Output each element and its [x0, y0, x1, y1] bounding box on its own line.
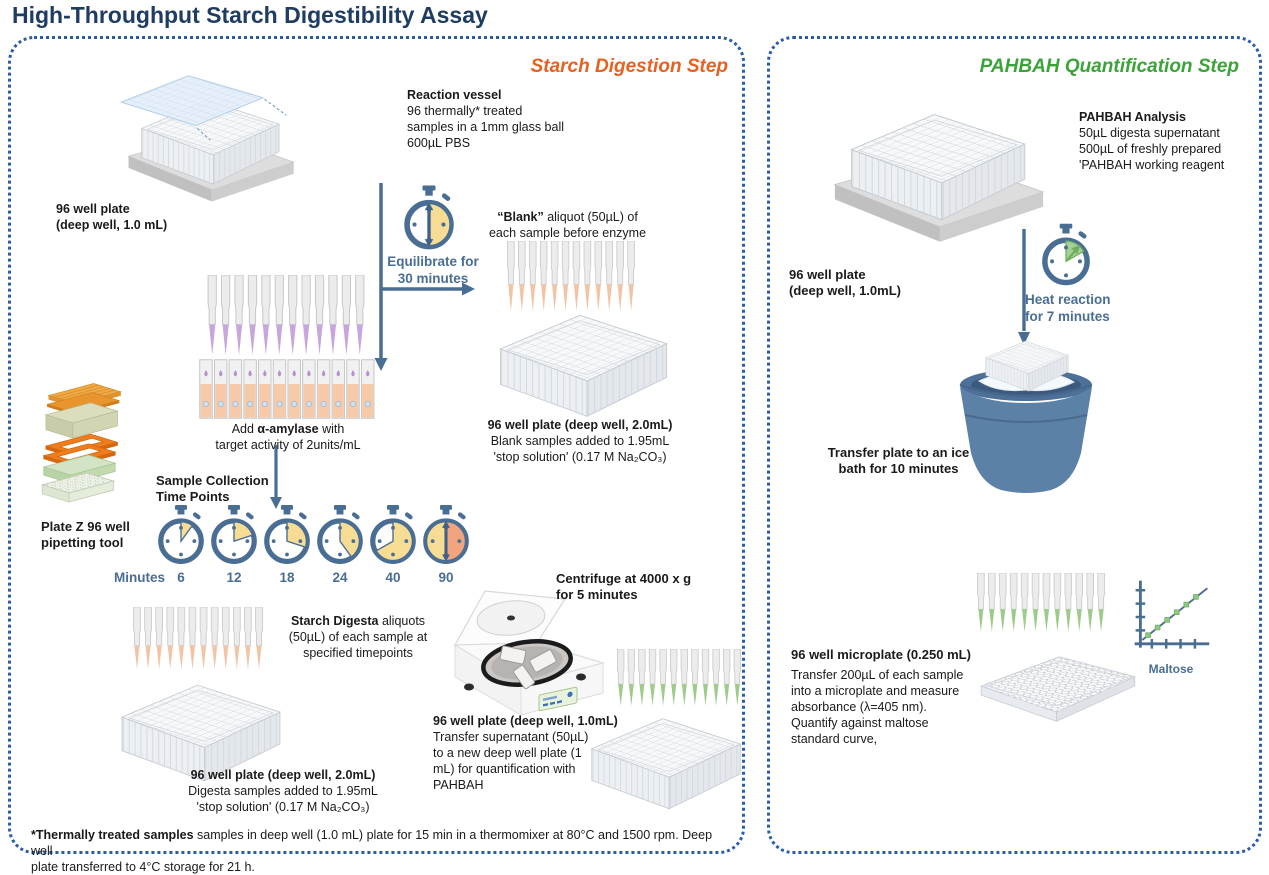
pahbah-quantification-panel: PAHBAH Quantification Step 96 well plate…	[767, 36, 1262, 854]
standard-curve-chart	[1134, 580, 1210, 649]
microplate-note: 96 well microplate (0.250 mL) Transfer 2…	[791, 647, 971, 746]
microplate-illustration	[975, 635, 1141, 743]
amylase-note: Add α-amylase with target activity of 2u…	[215, 422, 361, 452]
timepoint-value: 6	[177, 570, 185, 585]
starch-step-title: Starch Digestion Step	[530, 56, 728, 77]
ice-bath-label: Transfer plate to an ice bath for 10 min…	[827, 445, 970, 476]
reaction-vessel-note: Reaction vessel 96 thermally* treated sa…	[407, 88, 565, 150]
timepoint-value: 24	[332, 570, 348, 585]
deep-well-plate-illustration	[587, 703, 745, 815]
plate1-label: 96 well plate (deep well, 1.0 mL)	[56, 202, 168, 232]
heat-label: Heat reaction for 7 minutes	[1025, 292, 1111, 324]
timepoint-value: 18	[279, 570, 295, 585]
heat-timer-icon	[1039, 223, 1093, 289]
blank-note: “Blank” aliquot (50µL) of each sample be…	[488, 210, 647, 240]
pipette-tips-row	[975, 573, 1107, 633]
pipette-tips-row	[131, 607, 265, 671]
deep-well-plate-lid-illustration	[119, 75, 301, 203]
plate4-note: 96 well plate (deep well, 1.0mL) Transfe…	[433, 714, 618, 792]
deep-well-plate-illustration	[491, 303, 676, 418]
minutes-label: Minutes	[113, 570, 165, 585]
flow-arrow-down-right	[374, 183, 475, 371]
timepoint-stopwatch-icon	[314, 505, 366, 567]
platez-label: Plate Z 96 well pipetting tool	[41, 519, 130, 550]
pipette-tips-row	[205, 275, 367, 357]
platez-tool-illustration	[40, 383, 122, 503]
centrifuge-illustration	[452, 590, 606, 716]
timepoint-value: 12	[226, 570, 242, 585]
flow-arrow-down	[1018, 229, 1030, 345]
digesta-note: Starch Digesta aliquots (50µL) of each s…	[288, 614, 428, 660]
timepoint-value: 40	[385, 570, 401, 585]
ice-bucket-illustration	[959, 340, 1093, 493]
maltose-label: Maltose	[1148, 662, 1194, 676]
plate2-label: 96 well plate (deep well, 2.0mL) Blank s…	[487, 418, 673, 464]
centrifuge-label: Centrifuge at 4000 x g for 5 minutes	[556, 571, 692, 602]
page-title: High-Throughput Starch Digestibility Ass…	[12, 2, 488, 28]
equilibrate-label: Equilibrate for 30 minutes	[387, 254, 479, 286]
footnote: *Thermally treated samples samples in de…	[31, 828, 713, 874]
deep-well-plate-base-illustration	[833, 87, 1045, 249]
starch-digestion-panel: Starch Digestion Step 96 well plate (dee…	[8, 36, 745, 874]
timepoint-stopwatch-icon	[155, 505, 207, 567]
pahbah-step-title: PAHBAH Quantification Step	[979, 56, 1239, 77]
stopwatch-icon	[401, 185, 457, 253]
flow-arrow-down	[270, 445, 282, 509]
timepoints-heading: Sample Collection Time Points	[156, 473, 269, 504]
plate-label: 96 well plate (deep well, 1.0mL)	[789, 267, 901, 298]
plate3-label: 96 well plate (deep well, 2.0mL) Digesta…	[188, 768, 378, 814]
pipette-tips-row	[615, 649, 743, 707]
timepoint-stopwatch-icon	[208, 505, 260, 567]
tube-strip	[199, 359, 375, 419]
timepoint-stopwatch-icon	[261, 505, 313, 567]
timepoint-value: 90	[438, 570, 454, 585]
pahbah-analysis-note: PAHBAH Analysis 50µL digesta supernatant…	[1079, 110, 1225, 172]
timepoint-stopwatch-icon	[367, 505, 419, 567]
timepoint-stopwatch-icon	[420, 505, 472, 567]
